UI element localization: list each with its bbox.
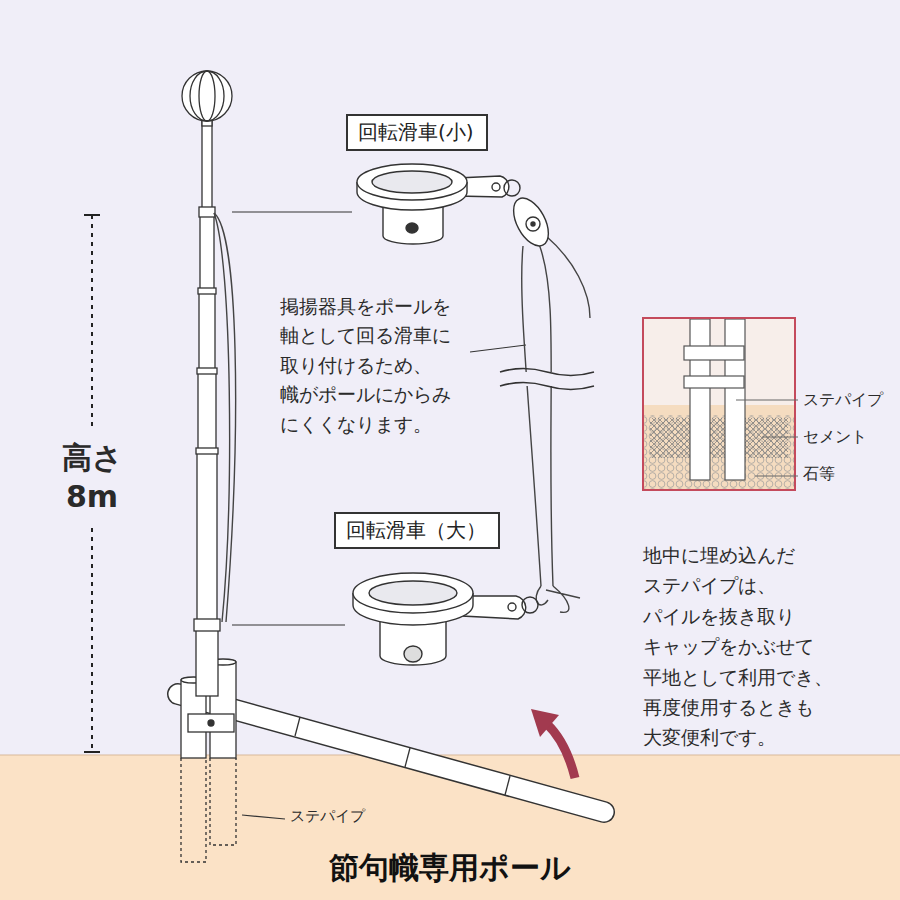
inset-section: [643, 318, 798, 490]
pole: [198, 372, 216, 452]
pole: [188, 120, 234, 732]
label-text: 回転滑車（大）: [346, 518, 488, 543]
pole: [196, 448, 218, 454]
inset-section: [643, 405, 795, 490]
leader-line: [232, 212, 526, 819]
inset-section: [643, 318, 795, 490]
lying-pole: [295, 717, 300, 736]
leader-line: [232, 624, 345, 625]
pole: [197, 452, 217, 622]
pulley-rope: [546, 236, 590, 318]
rotate-arrow: [547, 724, 575, 778]
dimension-label: 高さ 8m: [52, 438, 132, 516]
pulley-rope: [522, 236, 590, 612]
finial-ball: [199, 71, 215, 121]
finial-ball: [182, 71, 232, 121]
pole: [200, 216, 214, 292]
lying-pole: [178, 694, 604, 812]
lying-pole: [505, 776, 510, 795]
pole: [196, 622, 218, 696]
inset-section: [755, 476, 798, 477]
large-pulley: [508, 603, 516, 611]
inset-section: [736, 400, 798, 476]
small-pulley: [406, 223, 418, 233]
inset-section: [690, 319, 710, 480]
large-pulley: [353, 573, 473, 613]
rope: [214, 213, 236, 622]
small-pulley: [504, 180, 520, 196]
label-box: 回転滑車(小): [346, 114, 488, 151]
rope-break: [500, 372, 595, 386]
inset-section: [736, 400, 798, 401]
lying-pole: [405, 748, 410, 767]
inset-section: [643, 318, 795, 490]
lying-pole: [178, 694, 604, 812]
leader-line: [470, 345, 526, 352]
large-pulley: [522, 597, 538, 613]
inset-section: [650, 418, 788, 458]
large-pulley: [369, 581, 457, 605]
leader-line: [242, 815, 285, 819]
lying-pole: [178, 694, 604, 812]
label-box: 回転滑車（大）: [334, 512, 500, 549]
large-pulley: [404, 646, 422, 662]
background: [0, 755, 900, 756]
part-label: ステパイプ: [803, 390, 883, 409]
inset-section: [643, 415, 795, 490]
rotate-arrow: [531, 709, 575, 778]
leader-line: [232, 211, 352, 212]
finial-ball: [190, 71, 224, 121]
pole: [197, 368, 217, 374]
pole: [208, 720, 214, 726]
small-pulley: [531, 222, 535, 226]
pole: [198, 288, 216, 294]
finial-ball: [182, 71, 232, 126]
rope: [214, 213, 230, 622]
background: [0, 0, 900, 755]
small-pulley: [506, 192, 555, 251]
note-text: 掲揚器具をポールを 軸として回る滑車に 取り付けるため、 幟がポールにからみ に…: [280, 292, 470, 439]
small-pulley: [492, 183, 500, 191]
ste-pipe: [210, 758, 236, 845]
label-text: 回転滑車(小): [358, 120, 476, 145]
inset-section: [762, 437, 798, 438]
part-label: セメント: [803, 427, 867, 446]
pulley-rope: [539, 244, 553, 586]
pole: [202, 120, 212, 216]
pole: [199, 292, 215, 372]
caption: 節句幟専用ポール: [0, 848, 900, 889]
inset-section: [684, 376, 744, 388]
height-dimension: [91, 215, 93, 430]
small-pulley: [357, 164, 556, 252]
small-pulley: [372, 171, 452, 193]
pole: [194, 619, 220, 631]
inset-section: [684, 319, 745, 480]
rope-break: [500, 369, 595, 390]
height-dimension: [91, 528, 93, 752]
inset-section: [684, 346, 744, 360]
large-pulley: [353, 573, 538, 665]
part-label: ステパイプ: [290, 807, 365, 825]
pulley-rope: [522, 246, 541, 586]
pole: [199, 207, 215, 217]
rotate-arrow: [531, 709, 559, 737]
part-label: 石等: [803, 464, 835, 483]
note-text: 地中に埋め込んだ ステパイプは、 パイルを抜き取り キャップをかぶせて 平地とし…: [643, 540, 853, 753]
pulley-rope: [536, 586, 580, 612]
ste-pipe: [181, 758, 206, 862]
small-pulley: [357, 164, 467, 200]
rope: [214, 213, 236, 622]
small-pulley: [526, 217, 540, 231]
pole: [188, 714, 234, 732]
rope-break: [500, 369, 594, 390]
